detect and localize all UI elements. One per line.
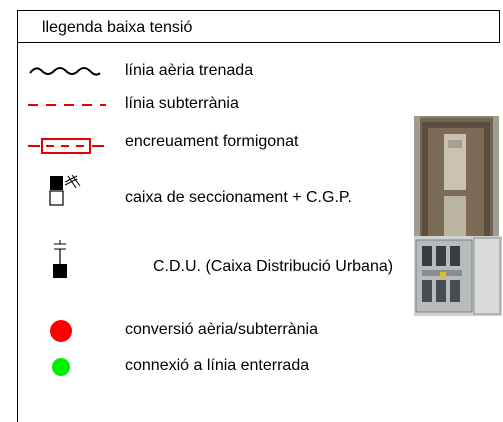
concrete-crossing-icon (28, 138, 104, 154)
legend-item-aerial-line: línia aèria trenada (125, 62, 254, 79)
dashed-red-line-icon (28, 104, 106, 106)
legend-item-cdu: C.D.U. (Caixa Distribució Urbana) (153, 258, 394, 275)
cdu-photo (414, 236, 502, 316)
legend-item-concrete-crossing: encreuament formigonat (125, 133, 299, 150)
wavy-line-icon (29, 67, 101, 76)
section-box-icon (49, 174, 81, 206)
legend-item-buried-line-connection: connexió a línia enterrada (125, 357, 310, 374)
legend-item-underground-line: línia subterrània (125, 95, 239, 112)
green-dot-icon (52, 358, 70, 376)
legend-title-cell: llegenda baixa tensió (17, 10, 500, 43)
legend-title: llegenda baixa tensió (42, 19, 193, 36)
legend-item-aerial-underground-conversion: conversió aèria/subterrània (125, 321, 318, 338)
cdu-icon (53, 240, 67, 278)
red-dot-icon (50, 320, 72, 342)
legend-item-section-box: caixa de seccionament + C.G.P. (125, 189, 352, 206)
legend-left-border (17, 43, 18, 422)
